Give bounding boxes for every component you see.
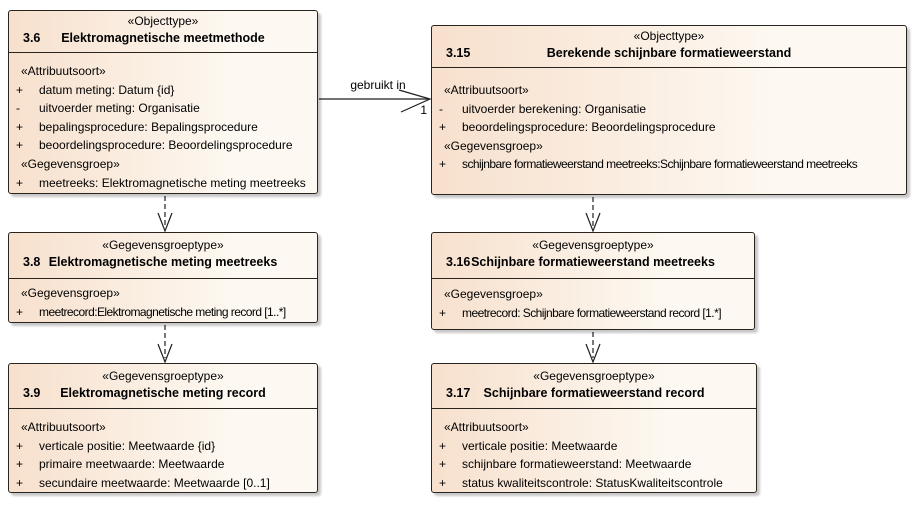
- dependency-arrow-3-8-to-3-9: [157, 325, 173, 364]
- attribute-row: +schijnbare formatieweerstand: Meetwaard…: [439, 457, 692, 472]
- class-number: 3.6: [23, 31, 41, 45]
- class-title: Berekende schijnbare formatieweerstand: [546, 46, 792, 60]
- stereotype-label: «Attribuutsoort»: [21, 420, 106, 434]
- attribute-row: +beoordelingsprocedure: Beoordelingsproc…: [439, 120, 716, 135]
- class-number: 3.15: [446, 46, 471, 60]
- stereotype: «Gegevensgroeptype»: [102, 369, 224, 383]
- stereotype: «Objecttype»: [633, 29, 705, 43]
- attributes-compartment: «Attribuutsoort» -uitvoerder berekening:…: [432, 68, 906, 174]
- class-number: 3.9: [23, 386, 41, 400]
- dependency-arrow-3-6-to-3-8: [157, 196, 173, 233]
- stereotype-label: «Attribuutsoort»: [21, 64, 106, 78]
- class-number: 3.17: [446, 386, 471, 400]
- attribute-row: +bepalingsprocedure: Bepalingsprocedure: [16, 119, 258, 134]
- class-title: Elektromagnetische meting record: [60, 386, 266, 400]
- class-header: «Gegevensgroeptype» 3.16 Schijnbare form…: [432, 233, 754, 279]
- class-box-schijnbare-formatieweerstand-record: «Gegevensgroeptype» 3.17 Schijnbare form…: [431, 363, 757, 493]
- attributes-compartment: «Attribuutsoort» +datum meting: Datum {i…: [9, 53, 317, 192]
- stereotype: «Gegevensgroeptype»: [533, 369, 655, 383]
- class-title: Elektromagnetische meting meetreeks: [48, 255, 278, 269]
- association-label: gebruikt in: [350, 78, 406, 92]
- class-title: Schijnbare formatieweerstand record: [483, 386, 705, 400]
- stereotype: «Gegevensgroeptype»: [102, 238, 224, 252]
- dependency-arrow-3-16-to-3-17: [585, 332, 601, 364]
- class-box-elektromagnetische-meting-meetreeks: «Gegevensgroeptype» 3.8 Elektromagnetisc…: [8, 232, 318, 323]
- stereotype-label: «Attribuutsoort»: [444, 83, 529, 97]
- class-number: 3.8: [23, 255, 41, 269]
- class-title: Schijnbare formatieweerstand meetreeks: [471, 255, 715, 269]
- class-title: Elektromagnetische meetmethode: [61, 31, 265, 45]
- class-header: «Objecttype» 3.15 Berekende schijnbare f…: [432, 26, 906, 68]
- attributes-compartment: «Attribuutsoort» +verticale positie: Mee…: [9, 409, 317, 492]
- attribute-row: +schijnbare formatieweerstand meetreeks:…: [439, 157, 858, 172]
- stereotype-label: «Gegevensgroep»: [444, 287, 543, 301]
- attribute-row: +secundaire meetwaarde: Meetwaarde [0..1…: [16, 475, 270, 490]
- attribute-row: -uitvoerder meting: Organisatie: [16, 101, 200, 116]
- class-box-berekende-schijnbare-formatieweerstand: «Objecttype» 3.15 Berekende schijnbare f…: [431, 25, 907, 195]
- stereotype-label: «Gegevensgroep»: [21, 156, 120, 171]
- class-number: 3.16: [446, 255, 471, 269]
- attribute-row: +verticale positie: Meetwaarde {id}: [16, 438, 216, 453]
- stereotype-label: «Gegevensgroep»: [21, 286, 120, 300]
- stereotype-label: «Attribuutsoort»: [444, 420, 529, 434]
- attribute-row: +primaire meetwaarde: Meetwaarde: [16, 457, 225, 472]
- stereotype-label: «Gegevensgroep»: [444, 138, 543, 153]
- class-box-elektromagnetische-meting-record: «Gegevensgroeptype» 3.9 Elektromagnetisc…: [8, 363, 318, 493]
- class-header: «Objecttype» 3.6 Elektromagnetische meet…: [9, 11, 317, 53]
- dependency-arrow-3-15-to-3-16: [585, 197, 601, 233]
- attribute-row: +beoordelingsprocedure: Beoordelingsproc…: [16, 138, 293, 153]
- class-header: «Gegevensgroeptype» 3.17 Schijnbare form…: [432, 364, 756, 409]
- attribute-row: +meetrecord: Schijnbare formatieweerstan…: [439, 305, 722, 320]
- attribute-row: +verticale positie: Meetwaarde: [439, 438, 618, 453]
- attribute-row: +meetrecord:Elektromagnetische meting re…: [16, 304, 286, 319]
- class-box-schijnbare-formatieweerstand-meetreeks: «Gegevensgroeptype» 3.16 Schijnbare form…: [431, 232, 755, 330]
- attribute-row: +datum meting: Datum {id}: [16, 82, 175, 97]
- attributes-compartment: «Gegevensgroep» +meetrecord:Elektromagne…: [9, 279, 317, 321]
- class-header: «Gegevensgroeptype» 3.9 Elektromagnetisc…: [9, 364, 317, 409]
- attribute-row: +status kwaliteitscontrole: StatusKwalit…: [439, 475, 723, 490]
- stereotype: «Objecttype»: [127, 14, 199, 28]
- attribute-row: -uitvoerder berekening: Organisatie: [439, 101, 647, 116]
- class-box-elektromagnetische-meetmethode: «Objecttype» 3.6 Elektromagnetische meet…: [8, 10, 318, 194]
- attributes-compartment: «Attribuutsoort» +verticale positie: Mee…: [432, 409, 756, 492]
- association-multiplicity: 1: [420, 103, 427, 117]
- attribute-row: +meetreeks: Elektromagnetische meting me…: [16, 175, 306, 190]
- attributes-compartment: «Gegevensgroep» +meetrecord: Schijnbare …: [432, 279, 754, 322]
- stereotype: «Gegevensgroeptype»: [532, 238, 654, 252]
- class-header: «Gegevensgroeptype» 3.8 Elektromagnetisc…: [9, 233, 317, 279]
